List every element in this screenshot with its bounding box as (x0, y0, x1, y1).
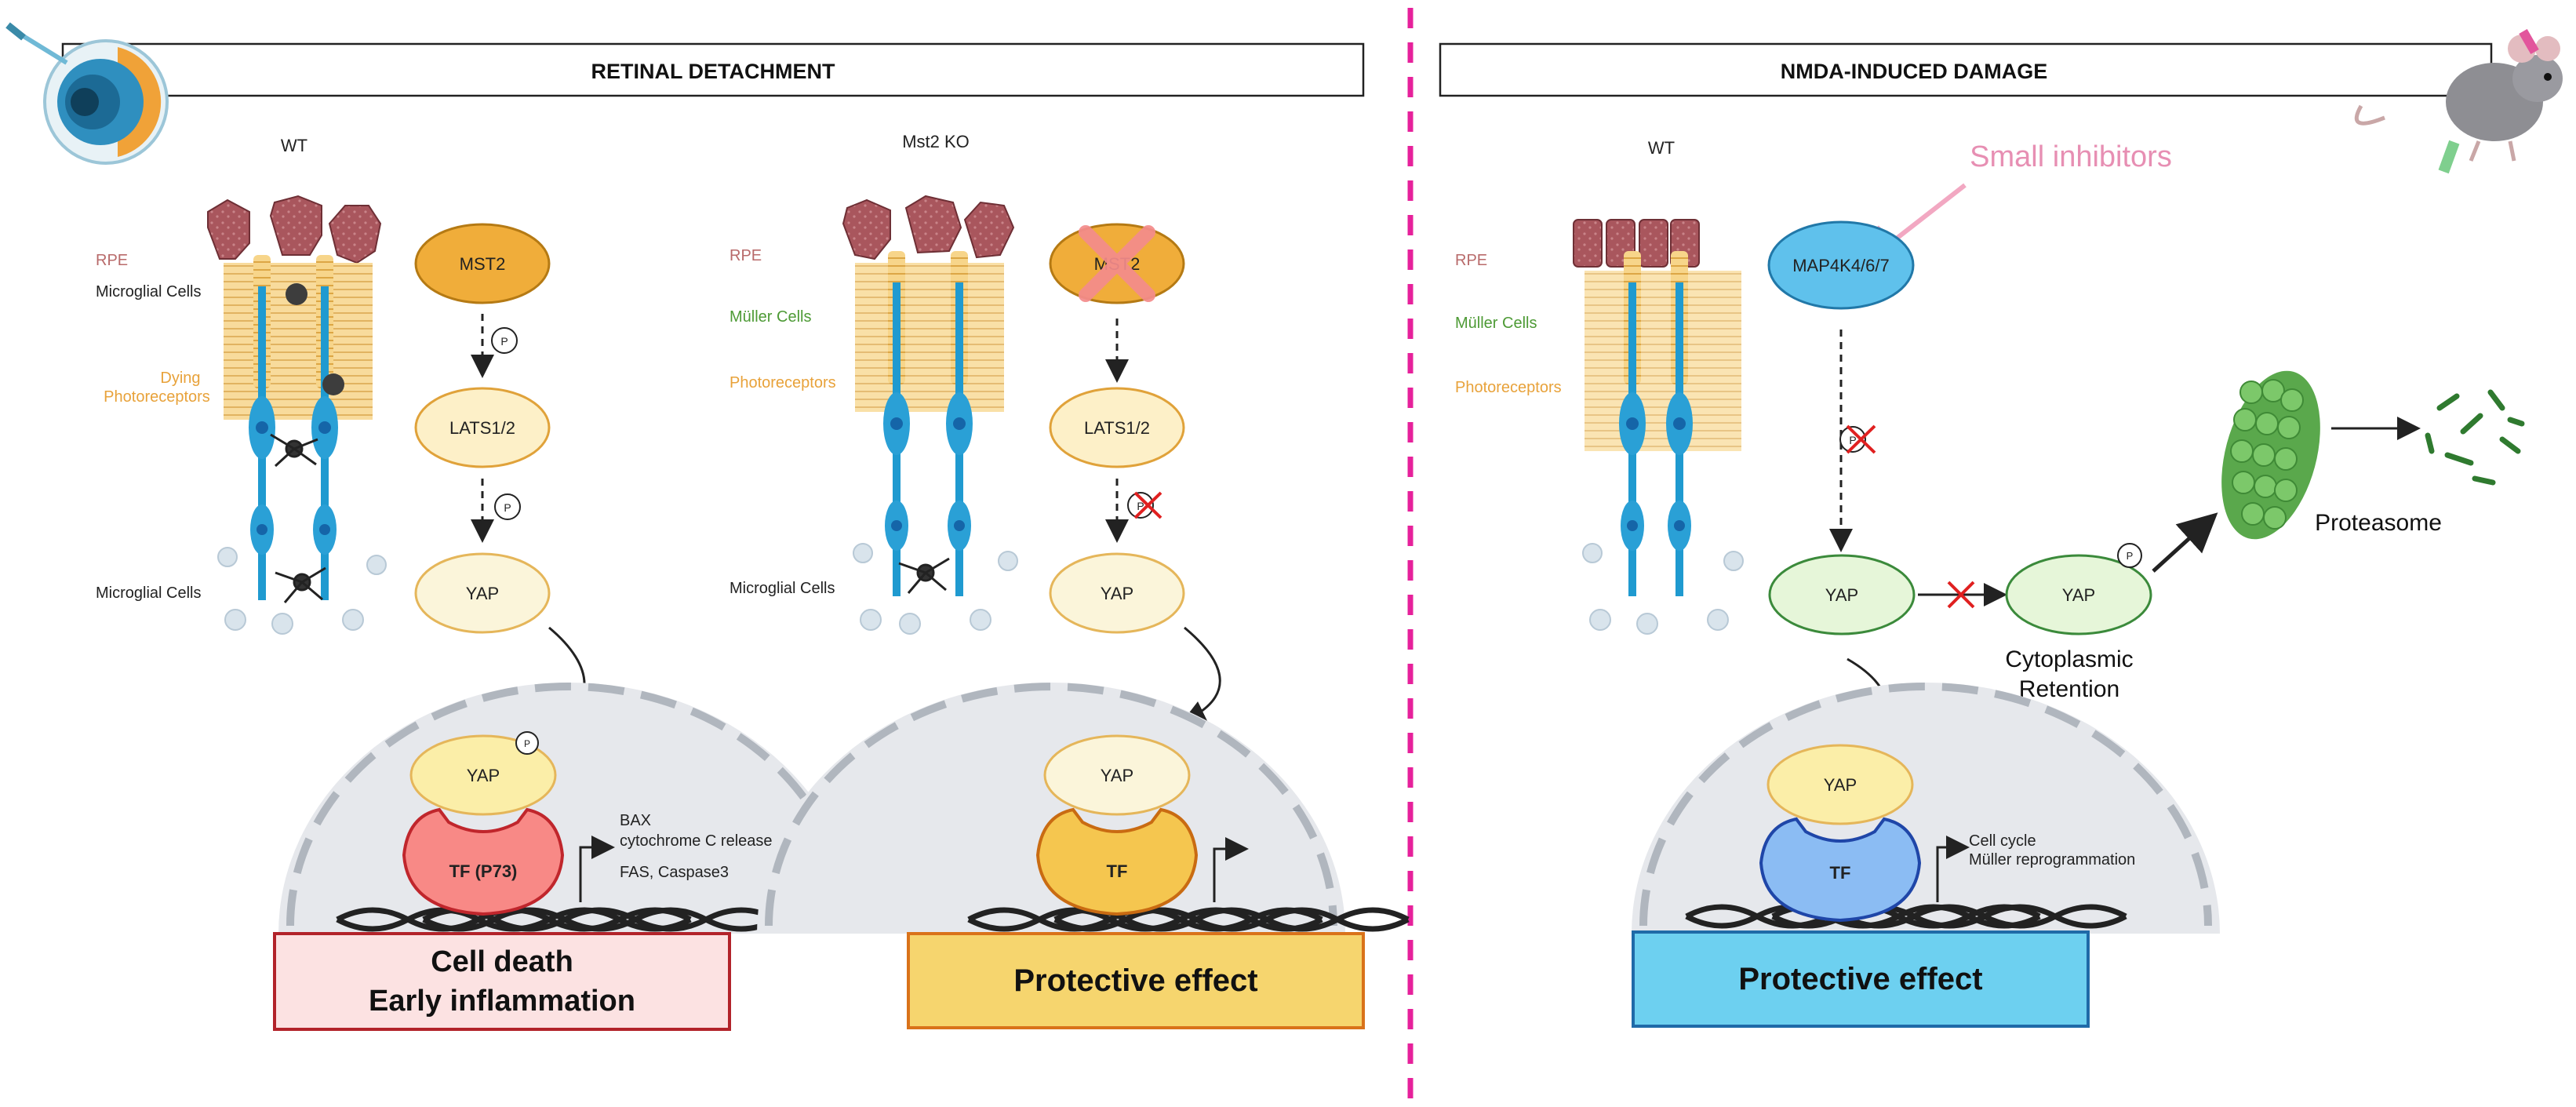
wt-outcome-box (273, 932, 731, 1031)
nmda-rpe-label: RPE (1455, 252, 1487, 269)
nmda-outcome-box (1632, 930, 2090, 1028)
ko-knockout-cross-icon (1079, 225, 1155, 302)
wt-phospho-1 (491, 327, 518, 354)
map4k-node (1767, 220, 1915, 310)
wt-outcome-line2: Early inflammation (369, 985, 635, 1018)
wt-target-bax: BAX (620, 812, 651, 829)
wt-nucleus-yap-label: YAP (467, 766, 500, 785)
wt-tf-label: TF (P73) (449, 861, 518, 881)
ko-retina-illustration (842, 195, 1018, 635)
proteasome-label: Proteasome (2315, 510, 2442, 536)
wt-phospho-2-label: P (504, 501, 511, 514)
nmda-yap-label: YAP (1825, 585, 1858, 605)
peptide-fragments-icon (2425, 389, 2525, 486)
ko-nucleus (757, 683, 1408, 934)
wt-label: WT (281, 136, 307, 155)
nmda-phospho (1839, 426, 1866, 453)
cyto-phospho (2117, 543, 2142, 568)
wt-nucleus-phospho-label: P (524, 738, 530, 749)
ko-phospho-label: P (1137, 500, 1144, 512)
cyto-to-proteasome-arrow (2152, 512, 2218, 573)
right-title-box (1439, 42, 2493, 97)
ko-lats-node (1049, 387, 1185, 468)
nmda-transcription-arrow (1936, 836, 1970, 902)
left-panel-title: RETINAL DETACHMENT (591, 60, 835, 83)
inhibitor-line (1889, 183, 1967, 246)
nmda-yap-node (1768, 554, 1916, 635)
ko-outcome-box (907, 932, 1365, 1029)
translocation-blocked-icon (1947, 581, 1975, 609)
ko-nucleus-yap (1043, 734, 1191, 816)
cyto-yap-node (2005, 554, 2152, 635)
ko-yap-node (1049, 552, 1185, 634)
proteasome-icon (2221, 370, 2320, 540)
wt-yap-label: YAP (466, 584, 499, 603)
inhibitor-label: Small inhibitors (1970, 140, 2172, 173)
wt-dying-label: Dying (160, 370, 200, 387)
nmda-nucleus (1632, 683, 2220, 934)
ko-arrow-yap-nucleus (1181, 626, 1221, 723)
nmda-tf-label: TF (1830, 863, 1851, 883)
nmda-target-muller: Müller reprogrammation (1969, 851, 2135, 868)
nmda-outcome-label: Protective effect (1738, 962, 1982, 996)
wt-tf-shape (402, 807, 565, 916)
wt-microglial-label-bottom: Microglial Cells (96, 584, 201, 602)
nmda-photoreceptors-label: Photoreceptors (1455, 379, 1562, 396)
wt-target-fas: FAS, Caspase3 (620, 864, 729, 881)
ko-transcription-arrow (1213, 837, 1249, 902)
nmda-phospho-label: P (1849, 434, 1856, 446)
nmda-target-cellcycle: Cell cycle (1969, 832, 2036, 850)
retention-line1: Cytoplasmic (2005, 646, 2133, 672)
ko-photoreceptors-label: Photoreceptors (730, 374, 836, 391)
wt-lats-node (414, 387, 551, 468)
wt-photoreceptors-label: Photoreceptors (104, 388, 210, 406)
ko-phospho (1127, 492, 1154, 519)
retention-line2: Retention (2019, 676, 2119, 702)
ko-tf-label: TF (1107, 861, 1128, 881)
ko-rpe-label: RPE (730, 247, 762, 264)
ko-tf-shape (1035, 807, 1199, 916)
wt-lats-label: LATS1/2 (449, 418, 515, 438)
wt-rpe-label: RPE (96, 252, 128, 269)
nmda-phospho-blocked-icon (1846, 424, 1876, 454)
cyto-phospho-label: P (2127, 550, 2134, 562)
ko-nucleus-yap-label: YAP (1101, 766, 1133, 785)
wt-yap-node (414, 552, 551, 634)
ko-muller-label: Müller Cells (730, 308, 811, 326)
nmda-retina-illustration (1573, 219, 1744, 635)
nmda-nucleus-yap-label: YAP (1824, 775, 1857, 795)
ko-outcome-label: Protective effect (1013, 963, 1257, 998)
nmda-wt-label: WT (1648, 138, 1675, 158)
left-title-box (61, 42, 1365, 97)
mouse-icon (2354, 29, 2563, 174)
right-panel-title: NMDA-INDUCED DAMAGE (1781, 60, 2047, 83)
nmda-tf-shape (1759, 817, 1922, 923)
right-panel: NMDA-INDUCED DAMAGE WT RPE (1439, 29, 2563, 1028)
wt-phospho-1-label: P (500, 335, 508, 348)
wt-nucleus-yap (409, 734, 557, 816)
map4k-label: MAP4K4/6/7 (1792, 256, 1890, 275)
ko-lats-label: LATS1/2 (1084, 418, 1150, 438)
nmda-muller-label: Müller Cells (1455, 315, 1537, 332)
wt-nucleus-phospho (515, 731, 539, 755)
wt-phospho-2 (494, 493, 521, 520)
wt-outcome-line1: Cell death (431, 945, 573, 978)
ko-label: Mst2 KO (902, 132, 970, 151)
wt-retina-illustration (207, 195, 387, 635)
ko-phospho-blocked-icon (1133, 491, 1162, 519)
wt-mst2-node (414, 223, 551, 304)
left-panel: RETINAL DETACHMENT WT (5, 22, 1408, 1031)
wt-mst2-label: MST2 (460, 254, 506, 274)
wt-target-cytochrome: cytochrome C release (620, 832, 773, 850)
wt-transcription-arrow (579, 836, 615, 902)
ko-yap-label: YAP (1101, 584, 1133, 603)
nmda-nucleus-yap (1766, 744, 1914, 825)
ko-microglial-label: Microglial Cells (730, 580, 835, 597)
wt-microglial-label-top: Microglial Cells (96, 283, 201, 300)
eye-icon (5, 22, 169, 165)
cyto-yap-label: YAP (2062, 585, 2095, 605)
